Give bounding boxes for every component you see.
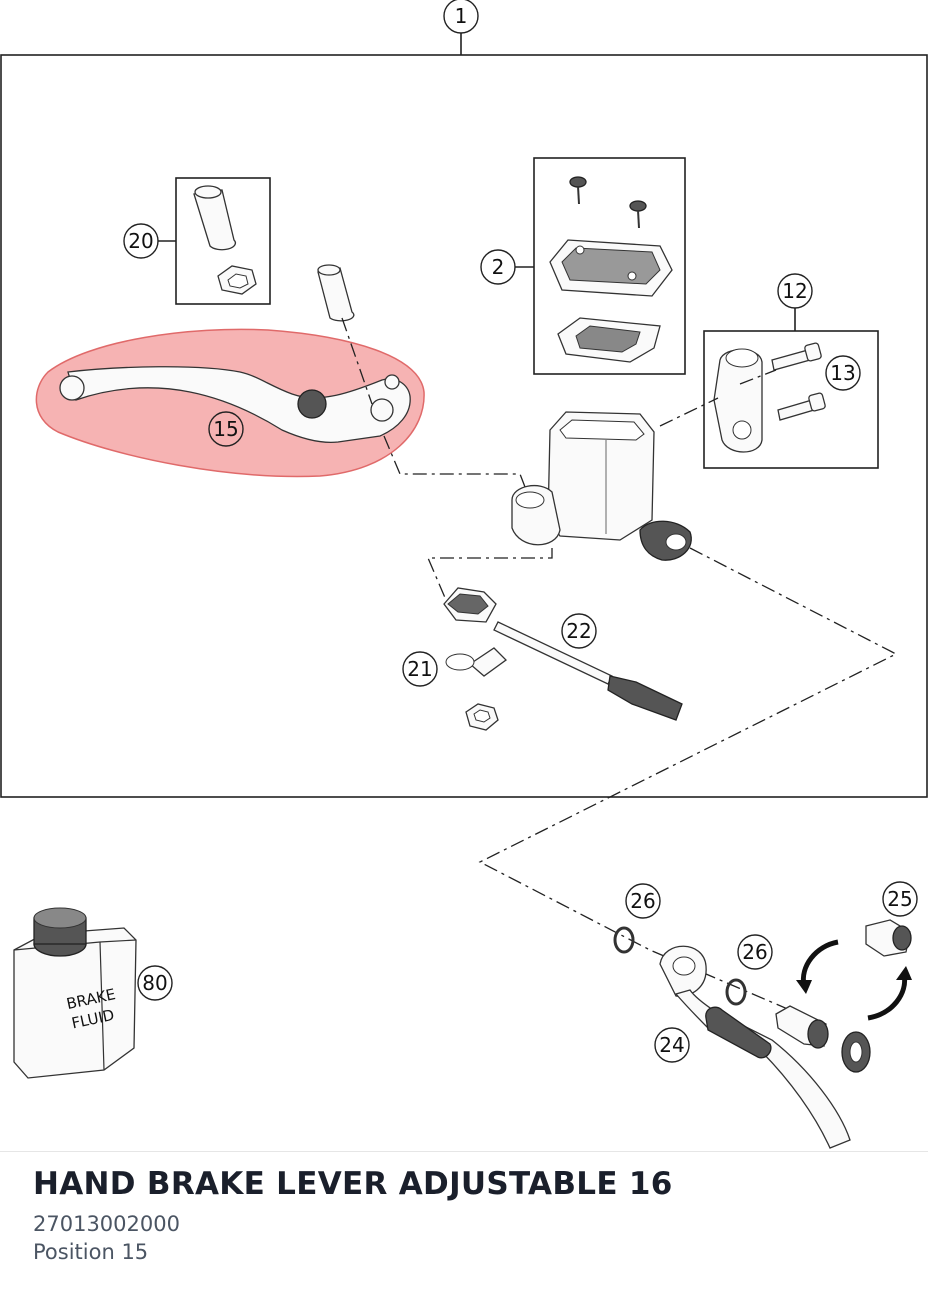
part-number: 27013002000 [33, 1212, 180, 1236]
switch-bracket-part [445, 647, 507, 731]
assembly-frame [0, 54, 928, 798]
brake-fluid-bottle-part: BRAKE FLUID [13, 907, 137, 1079]
assembly-line-lever [383, 435, 531, 501]
callout-80[interactable]: 80 [137, 965, 173, 1001]
assembly-line-clamp [659, 397, 719, 427]
svg-text:15: 15 [213, 417, 238, 441]
svg-text:12: 12 [782, 279, 807, 303]
assembly-line-sleeve [341, 317, 373, 405]
assembly-line-clamp-bolt [739, 369, 777, 385]
callout-15[interactable]: 15 [208, 411, 244, 447]
part-2-box [533, 157, 686, 375]
brake-lever[interactable] [59, 366, 411, 444]
clamp-part [713, 348, 763, 453]
svg-text:26: 26 [742, 940, 767, 964]
part-position: Position 15 [33, 1240, 149, 1264]
callout-1[interactable]: 1 [443, 0, 479, 34]
gasket-part [557, 317, 661, 363]
callout-2[interactable]: 2 [480, 249, 516, 285]
callout-20[interactable]: 20 [123, 223, 159, 259]
hex-nut-part [217, 265, 257, 295]
assembly-line-switch [427, 548, 553, 601]
part-title: HAND BRAKE LEVER ADJUSTABLE 16 [33, 1166, 673, 1202]
svg-text:2: 2 [492, 255, 505, 279]
callout-22[interactable]: 22 [561, 613, 597, 649]
callout-12[interactable]: 12 [777, 273, 813, 309]
rotation-arrow-icon [796, 939, 912, 1021]
svg-text:24: 24 [659, 1033, 684, 1057]
brake-hose-part [659, 945, 851, 1149]
part-info-footer: HAND BRAKE LEVER ADJUSTABLE 16 270130020… [0, 1151, 928, 1291]
banjo-bolt-part [775, 1005, 871, 1073]
svg-text:20: 20 [128, 229, 153, 253]
svg-text:22: 22 [566, 619, 591, 643]
svg-text:25: 25 [887, 887, 912, 911]
sealing-ring-part [613, 926, 747, 1006]
loose-sleeve-part [317, 264, 355, 322]
bleed-nipple-part [865, 919, 912, 957]
svg-text:13: 13 [830, 361, 855, 385]
callout-21[interactable]: 21 [402, 651, 438, 687]
switch-cable-part [493, 621, 683, 721]
callout-25[interactable]: 25 [882, 881, 918, 917]
exploded-parts-diagram: 15 1 20 [0, 0, 928, 1149]
callout-24[interactable]: 24 [654, 1027, 690, 1063]
svg-text:80: 80 [142, 971, 167, 995]
svg-text:21: 21 [407, 657, 432, 681]
callout-13[interactable]: 13 [825, 355, 861, 391]
screw-part [569, 176, 647, 229]
sleeve-part [193, 185, 237, 251]
brake-switch-part [443, 587, 497, 623]
callout-26-first[interactable]: 26 [625, 883, 661, 919]
svg-text:1: 1 [455, 4, 468, 28]
part-12-box [703, 330, 879, 469]
reservoir-cover-part [549, 239, 673, 297]
bolt-part [771, 342, 826, 421]
svg-text:26: 26 [630, 889, 655, 913]
callout-26-second[interactable]: 26 [737, 934, 773, 970]
master-cylinder-part [511, 411, 692, 561]
